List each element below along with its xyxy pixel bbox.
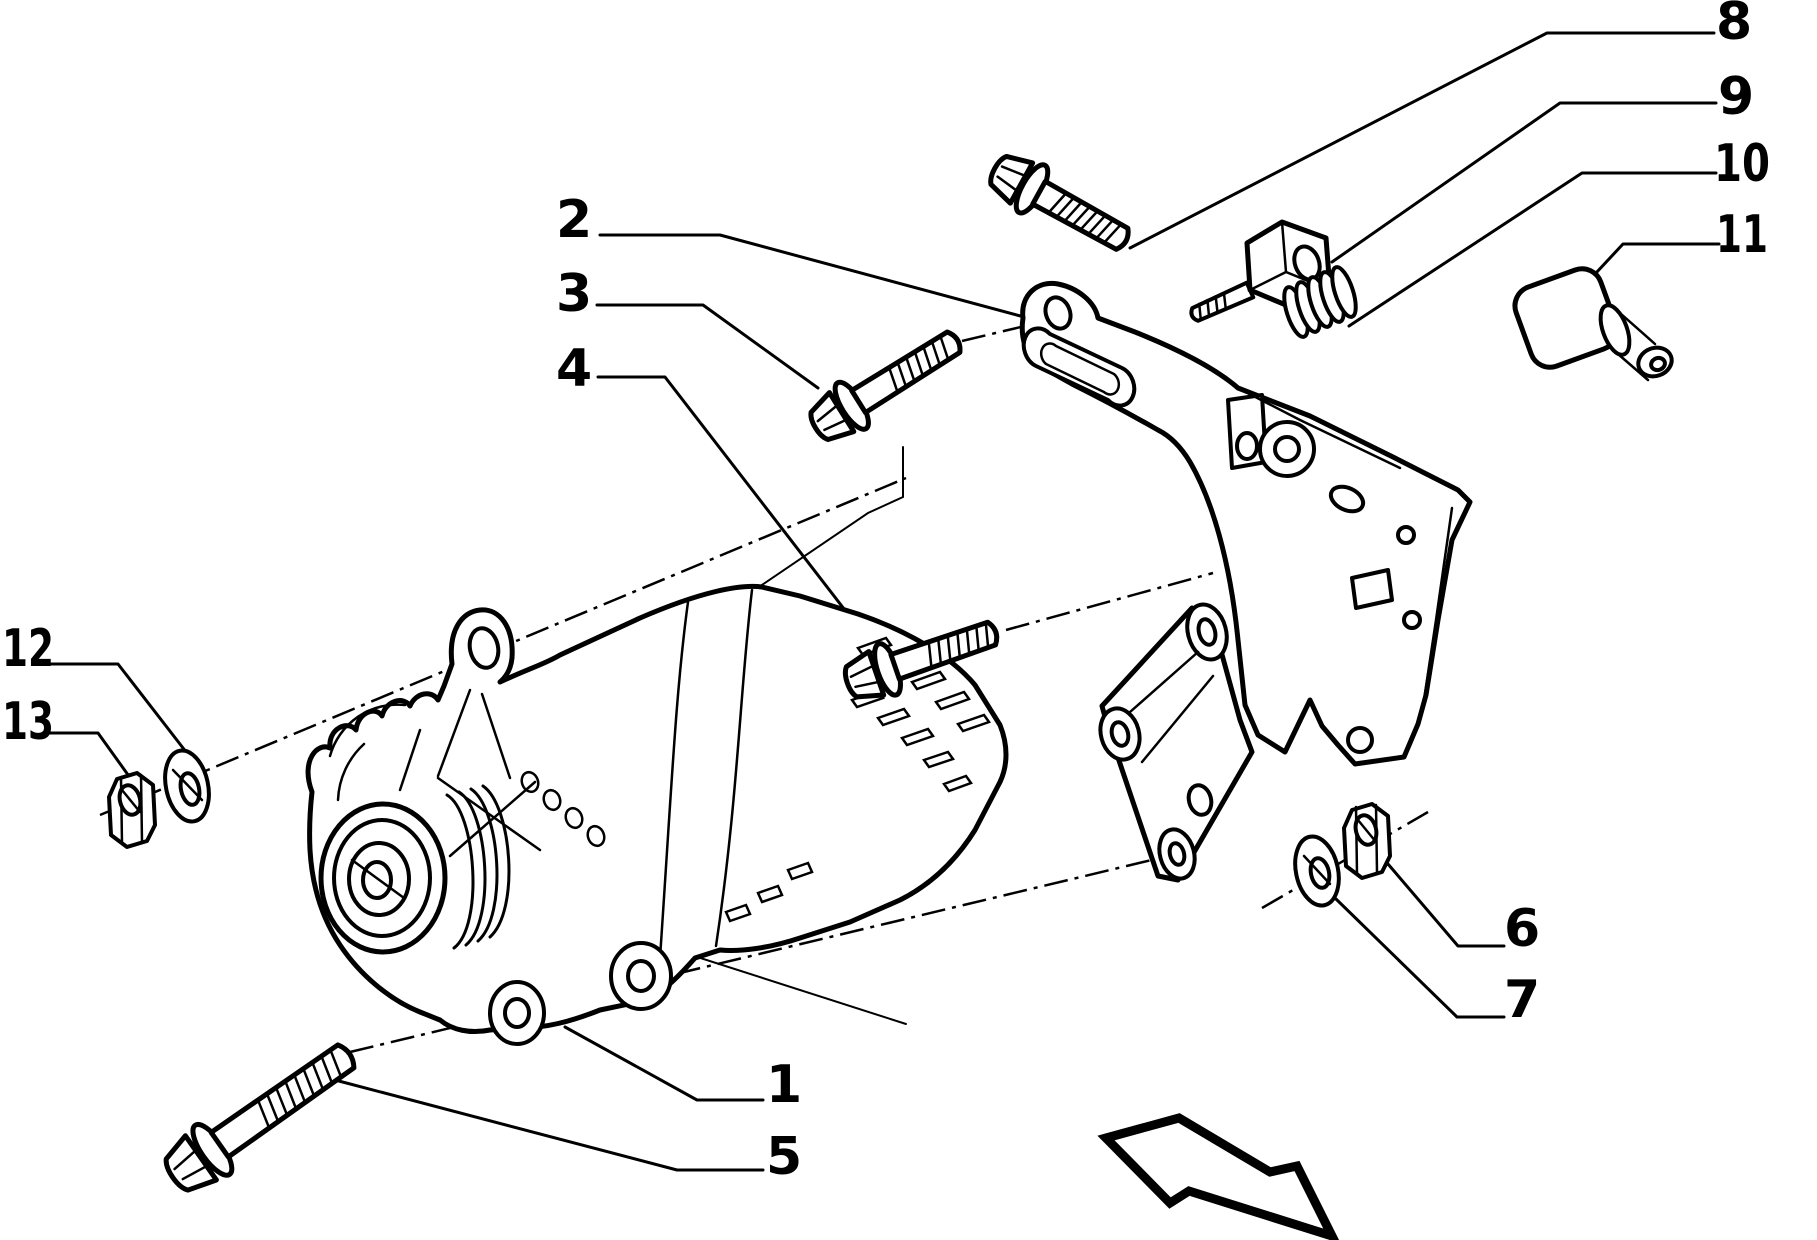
leader-line-5 — [333, 1078, 765, 1172]
leader-line-2 — [598, 233, 1030, 320]
callout-5: 5 — [766, 1127, 802, 1187]
washer-right — [1293, 834, 1341, 908]
callout-1: 1 — [766, 1055, 802, 1115]
callout-10: 10 — [1714, 134, 1770, 194]
callout-7: 7 — [1504, 970, 1540, 1030]
support-bracket — [1098, 602, 1255, 883]
callouts: 1 2 3 4 5 6 7 8 9 10 11 12 13 — [2, 0, 1770, 1187]
callout-9: 9 — [1718, 67, 1754, 127]
leader-line-3 — [595, 303, 820, 390]
leader-line-7 — [1334, 897, 1506, 1019]
washer-left — [163, 748, 211, 824]
callout-11: 11 — [1716, 205, 1768, 265]
bolt-long — [163, 1042, 357, 1193]
leader-line-10 — [1347, 171, 1718, 328]
nut-left — [107, 771, 157, 849]
callout-3: 3 — [556, 264, 592, 324]
leader-line-9 — [1330, 101, 1718, 264]
callout-6: 6 — [1504, 899, 1540, 959]
bolt-short — [808, 329, 963, 442]
alternator — [305, 583, 1009, 1046]
callout-13: 13 — [2, 692, 54, 752]
leader-line-8 — [1128, 31, 1716, 250]
mounting-bracket — [1019, 280, 1473, 767]
leader-line-6 — [1386, 862, 1506, 948]
leader-line-12 — [46, 662, 192, 759]
callout-4: 4 — [556, 339, 592, 399]
leader-line-1 — [563, 1025, 765, 1102]
callout-12: 12 — [2, 619, 54, 679]
callout-8: 8 — [1716, 0, 1752, 52]
leader-line-4 — [596, 375, 870, 642]
bolt-medium — [843, 619, 1000, 700]
spring — [1282, 265, 1358, 339]
nut-right — [1342, 802, 1392, 880]
bolt-tensioner — [988, 153, 1131, 252]
leader-lines — [45, 31, 1721, 1172]
callout-2: 2 — [556, 190, 592, 250]
bushing-cap — [1512, 266, 1674, 382]
direction-arrow-icon — [1097, 1113, 1340, 1240]
leader-line-13 — [45, 731, 133, 781]
